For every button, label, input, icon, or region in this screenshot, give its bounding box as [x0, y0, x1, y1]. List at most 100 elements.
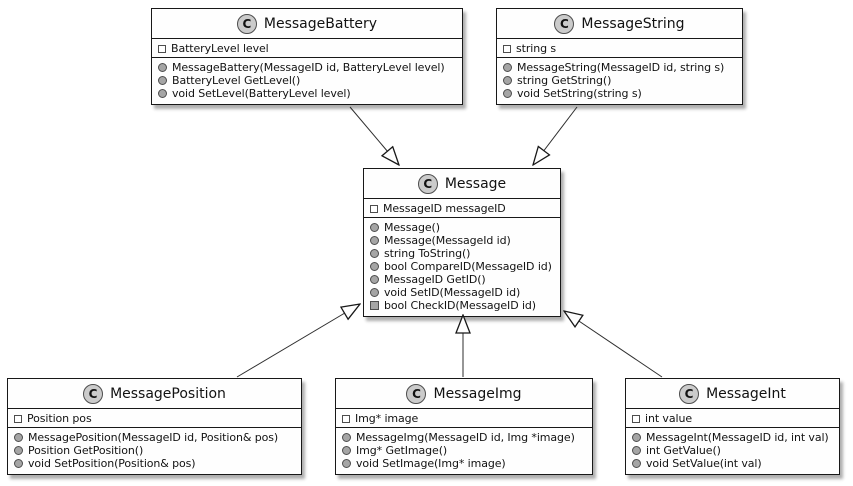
public-method-icon [14, 459, 23, 468]
public-method-icon [632, 446, 641, 455]
public-method-icon [632, 433, 641, 442]
public-method-icon [158, 63, 167, 72]
field-icon [632, 414, 640, 423]
field-icon [503, 44, 511, 53]
class-stereotype-icon: C [417, 173, 438, 194]
method-row: int GetValue() [632, 444, 833, 457]
field-row: Position pos [14, 412, 295, 425]
method-row: void SetImage(Img* image) [342, 457, 586, 470]
method-text: void SetValue(int val) [646, 457, 762, 470]
field-text: MessageID messageID [383, 202, 506, 215]
arrow-messagestring-to-message [533, 106, 578, 165]
method-row: Message() [370, 221, 554, 234]
field-row: string s [503, 42, 736, 55]
class-header: C MessagePosition [8, 379, 301, 409]
method-row: MessageString(MessageID id, string s) [503, 61, 736, 74]
method-text: int GetValue() [646, 444, 721, 457]
public-method-icon [503, 89, 512, 98]
method-text: MessagePosition(MessageID id, Position& … [28, 431, 279, 444]
method-row: void SetString(string s) [503, 87, 736, 100]
class-stereotype-icon: C [679, 383, 700, 404]
field-row: MessageID messageID [370, 202, 554, 215]
public-method-icon [342, 446, 351, 455]
method-text: Message() [384, 221, 440, 234]
field-icon [14, 414, 22, 423]
field-text: string s [516, 42, 557, 55]
public-method-icon [632, 459, 641, 468]
methods-section: Message() Message(MessageId id) string T… [364, 218, 560, 316]
method-text: MessageID GetID() [384, 273, 486, 286]
fields-section: Position pos [8, 409, 301, 428]
method-row: MessageInt(MessageID id, int val) [632, 431, 833, 444]
class-header: C MessageInt [626, 379, 839, 409]
method-row: void SetID(MessageID id) [370, 286, 554, 299]
class-header: C MessageBattery [152, 9, 462, 39]
class-title: Message [444, 175, 507, 192]
public-method-icon [14, 446, 23, 455]
field-icon [342, 414, 350, 423]
method-row: string ToString() [370, 247, 554, 260]
fields-section: Img* image [336, 409, 592, 428]
method-row: MessageBattery(MessageID id, BatteryLeve… [158, 61, 456, 74]
class-box-messagebattery: C MessageBattery BatteryLevel level Mess… [151, 8, 463, 105]
class-stereotype-icon: C [83, 383, 104, 404]
class-stereotype-icon: C [406, 383, 427, 404]
class-title: MessageInt [706, 385, 786, 402]
fields-section: BatteryLevel level [152, 39, 462, 58]
methods-section: MessageBattery(MessageID id, BatteryLeve… [152, 58, 462, 104]
fields-section: string s [497, 39, 742, 58]
field-text: BatteryLevel level [171, 42, 269, 55]
methods-section: MessagePosition(MessageID id, Position& … [8, 428, 301, 474]
class-box-messageposition: C MessagePosition Position pos MessagePo… [7, 378, 302, 475]
method-row: Message(MessageId id) [370, 234, 554, 247]
field-icon [158, 44, 166, 53]
method-row: Position GetPosition() [14, 444, 295, 457]
method-text: Message(MessageId id) [384, 234, 511, 247]
method-row: bool CheckID(MessageID id) [370, 299, 554, 312]
method-text: MessageImg(MessageID id, Img *image) [356, 431, 575, 444]
public-method-icon [370, 275, 379, 284]
class-header: C MessageImg [336, 379, 592, 409]
method-row: void SetPosition(Position& pos) [14, 457, 295, 470]
arrow-messageint-to-message [564, 311, 663, 378]
method-text: MessageInt(MessageID id, int val) [646, 431, 829, 444]
method-row: MessageImg(MessageID id, Img *image) [342, 431, 586, 444]
public-method-icon [370, 249, 379, 258]
field-text: int value [645, 412, 692, 425]
method-row: string GetString() [503, 74, 736, 87]
method-row: MessageID GetID() [370, 273, 554, 286]
method-text: string GetString() [517, 74, 612, 87]
methods-section: MessageInt(MessageID id, int val) int Ge… [626, 428, 839, 474]
public-method-icon [342, 433, 351, 442]
field-row: int value [632, 412, 833, 425]
method-text: void SetString(string s) [517, 87, 642, 100]
field-text: Img* image [355, 412, 419, 425]
method-text: void SetLevel(BatteryLevel level) [172, 87, 351, 100]
method-text: MessageBattery(MessageID id, BatteryLeve… [172, 61, 445, 74]
class-title: MessageString [581, 15, 685, 32]
public-method-icon [158, 89, 167, 98]
method-text: bool CheckID(MessageID id) [384, 299, 536, 312]
field-icon [370, 204, 378, 213]
public-method-icon [370, 262, 379, 271]
field-text: Position pos [27, 412, 92, 425]
class-box-messageimg: C MessageImg Img* image MessageImg(Messa… [335, 378, 593, 475]
fields-section: int value [626, 409, 839, 428]
field-row: Img* image [342, 412, 586, 425]
method-row: Img* GetImage() [342, 444, 586, 457]
class-box-messageint: C MessageInt int value MessageInt(Messag… [625, 378, 840, 475]
method-text: Position GetPosition() [28, 444, 144, 457]
public-method-icon [370, 288, 379, 297]
public-method-icon [14, 433, 23, 442]
method-text: BatteryLevel GetLevel() [172, 74, 301, 87]
class-title: MessageBattery [263, 15, 378, 32]
method-text: void SetPosition(Position& pos) [28, 457, 196, 470]
method-row: bool CompareID(MessageID id) [370, 260, 554, 273]
method-row: void SetValue(int val) [632, 457, 833, 470]
arrow-messagebattery-to-message [349, 106, 399, 165]
private-method-icon [370, 301, 379, 310]
class-title: MessageImg [433, 385, 522, 402]
public-method-icon [503, 63, 512, 72]
method-text: Img* GetImage() [356, 444, 448, 457]
